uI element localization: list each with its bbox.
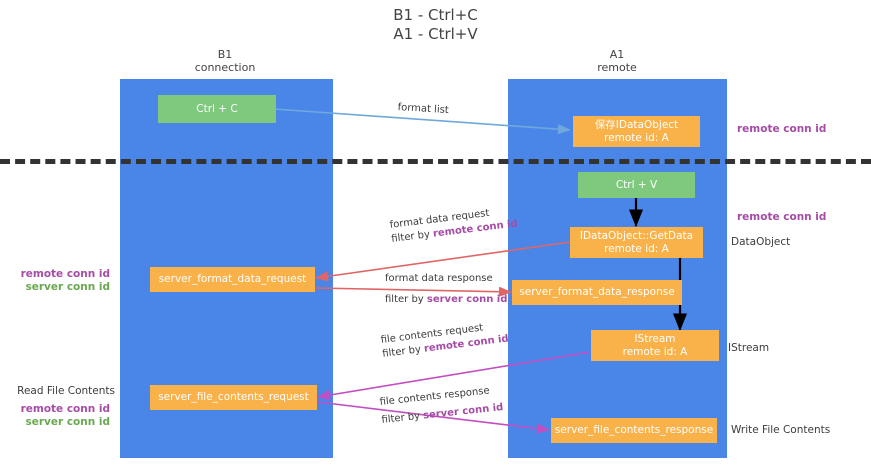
page-title: B1 - Ctrl+C A1 - Ctrl+V [393,6,478,43]
box-ctrl-v[interactable]: Ctrl + V [578,172,695,198]
filter-key-server-conn-id: server conn id [422,402,504,422]
edge-label-format-data-response-filter: filter by server conn id [385,293,507,307]
box-istream[interactable]: IStream remote id: A [591,330,719,361]
box-server-file-contents-request[interactable]: server_file_contents_request [150,385,317,410]
annotation-right-remote-conn-id-top: remote conn id [737,123,827,135]
box-server-format-data-response[interactable]: server_format_data_response [512,280,682,305]
annotation-right-istream: IStream [728,342,770,354]
filter-prefix: filter by [390,228,434,245]
box-save-idataobject[interactable]: 保存IDataObject remote id: A [573,116,700,147]
edge-label-format-data-response-text: format data response [385,273,493,284]
box-idataobject-getdata[interactable]: IDataObject::GetData remote id: A [570,227,703,258]
edge-label-file-contents-response: file contents response filter by server … [379,383,504,428]
edge-label-format-data-response: format data response filter by server co… [385,272,507,307]
lane-title-b1: B1 connection [194,48,256,74]
edge-label-file-contents-request: file contents request filter by remote c… [380,319,510,362]
annotation-right-remote-conn-id-mid: remote conn id [737,211,827,223]
annotation-right-dataobject: DataObject [731,236,791,248]
annotation-left-read-file-contents: Read File Contents [17,385,115,397]
edge-label-format-list-text: format list [397,101,450,117]
filter-prefix: filter by [385,294,427,305]
box-server-file-contents-response[interactable]: server_file_contents_response [551,418,717,443]
filter-key-server-conn-id: server conn id [426,294,508,305]
annotation-left-server-conn-id-mid: server conn id [25,281,110,293]
annotation-right-write-file-contents: Write File Contents [731,424,831,436]
filter-prefix: filter by [381,343,425,360]
lane-title-a1: A1 remote [597,48,637,74]
phase-divider [0,159,871,164]
annotation-left-remote-conn-id-mid: remote conn id [20,268,110,280]
box-ctrl-c[interactable]: Ctrl + C [158,95,276,123]
box-server-format-data-request[interactable]: server_format_data_request [150,267,315,292]
annotation-left-remote-conn-id-bottom: remote conn id [20,403,110,415]
filter-prefix: filter by [380,410,424,426]
edge-label-format-data-request: format data request filter by remote con… [389,204,519,247]
annotation-left-server-conn-id-bottom: server conn id [25,416,110,428]
edge-label-format-list: format list [397,101,449,118]
